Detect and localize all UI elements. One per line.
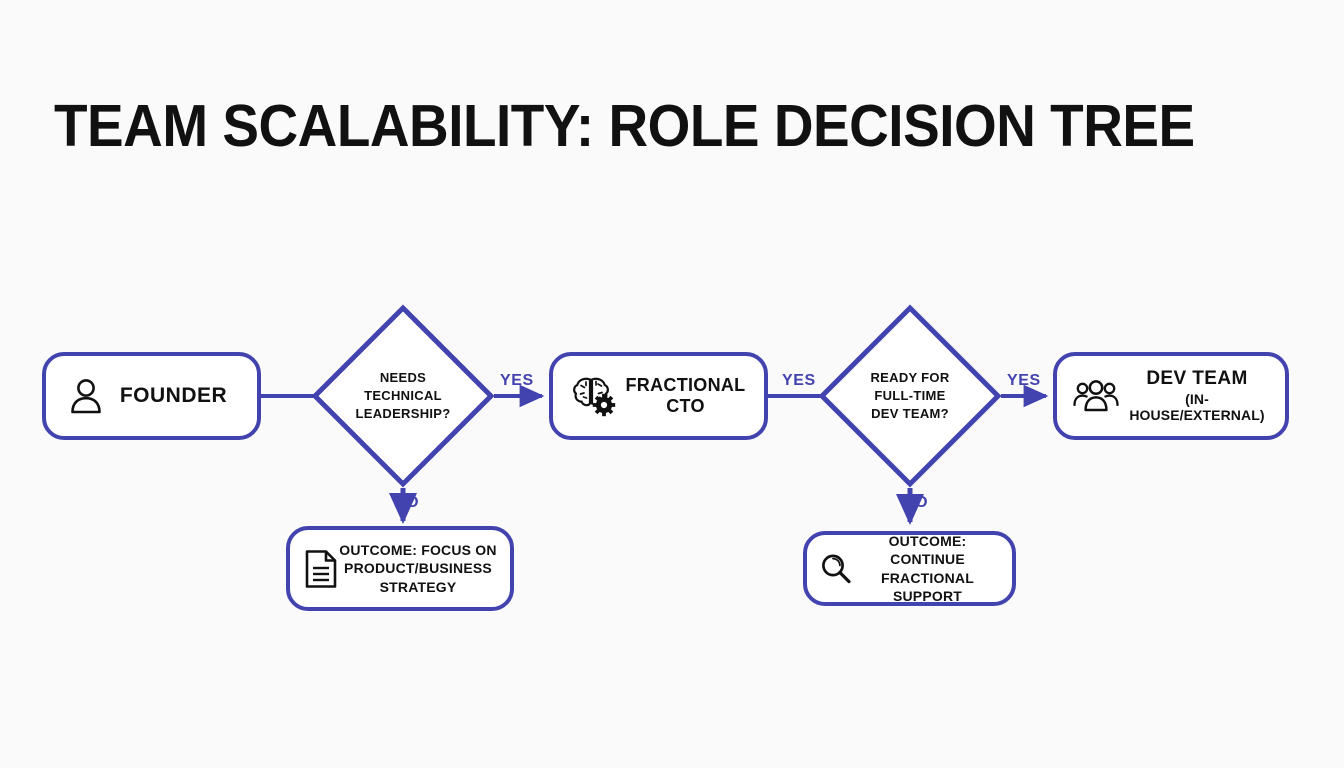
edge-label-no-2: NO [903, 494, 929, 511]
decision2-line2: FULL-TIME [874, 388, 946, 404]
edge-label-yes-3: YES [1007, 372, 1041, 389]
diamond-shape [818, 304, 1002, 488]
node-outcome-product-strategy[interactable]: OUTCOME: FOCUS ON PRODUCT/BUSINESS STRAT… [286, 526, 514, 611]
magnifier-icon [819, 552, 853, 586]
node-outcome-fractional-support[interactable]: OUTCOME: CONTINUE FRACTIONAL SUPPORT [803, 531, 1016, 606]
decision-label: READY FOR FULL-TIME DEV TEAM? [818, 304, 1002, 488]
decision-ready-for-full-time-dev-team[interactable]: READY FOR FULL-TIME DEV TEAM? [818, 304, 1002, 488]
edge-label-yes-2: YES [782, 372, 816, 389]
edge-label-no-1: NO [394, 494, 420, 511]
edge-label-yes-1: YES [500, 372, 534, 389]
decision1-line1: NEEDS [379, 370, 427, 386]
cto-line2: CTO [666, 396, 705, 416]
page-title: TEAM SCALABILITY: ROLE DECISION TREE [54, 93, 1195, 159]
cto-line1: FRACTIONAL [625, 374, 746, 395]
brain-gear-icon [571, 373, 619, 419]
document-icon [304, 549, 338, 589]
outcome1-line3: STRATEGY [379, 578, 457, 595]
decision-label: NEEDS TECHNICAL LEADERSHIP? [311, 304, 495, 488]
outcome-2-label: OUTCOME: CONTINUE FRACTIONAL SUPPORT [853, 532, 1002, 606]
outcome2-line2: FRACTIONAL SUPPORT [881, 569, 974, 604]
diamond-shape [311, 304, 495, 488]
people-group-icon [1073, 379, 1119, 413]
decision2-line3: DEV TEAM? [871, 405, 949, 421]
node-dev-team[interactable]: DEV TEAM (IN-HOUSE/EXTERNAL) [1053, 352, 1289, 440]
node-founder[interactable]: FOUNDER [42, 352, 261, 440]
decision1-line2: TECHNICAL [364, 388, 442, 404]
outcome1-line1: OUTCOME: FOCUS ON [339, 541, 497, 558]
outcome-1-label: OUTCOME: FOCUS ON PRODUCT/BUSINESS STRAT… [338, 541, 498, 596]
dev-team-title: DEV TEAM [1146, 368, 1248, 390]
outcome1-line2: PRODUCT/BUSINESS [344, 560, 492, 577]
dev-team-subtitle: (IN-HOUSE/EXTERNAL) [1129, 390, 1265, 424]
decision-needs-technical-leadership[interactable]: NEEDS TECHNICAL LEADERSHIP? [311, 304, 495, 488]
decision2-line1: READY FOR [870, 370, 950, 386]
node-fractional-cto[interactable]: FRACTIONAL CTO [549, 352, 768, 440]
outcome2-line1: OUTCOME: CONTINUE [888, 532, 967, 568]
dev-team-label: DEV TEAM (IN-HOUSE/EXTERNAL) [1119, 368, 1275, 423]
founder-label: FOUNDER [119, 383, 228, 407]
decision1-line3: LEADERSHIP? [355, 405, 451, 421]
fractional-cto-label: FRACTIONAL CTO [619, 375, 752, 417]
person-icon [68, 377, 104, 415]
